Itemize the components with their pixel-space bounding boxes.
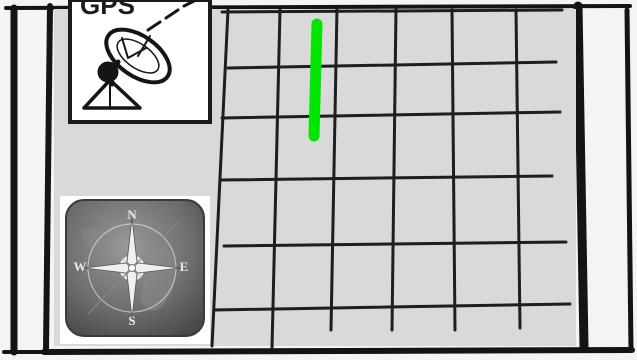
gps-panel[interactable]: GPS	[70, 0, 210, 122]
compass-south-label: S	[128, 313, 135, 328]
compass-icon: N S E W	[66, 200, 204, 336]
compass-north-label: N	[127, 207, 137, 222]
compass-west-label: W	[74, 259, 87, 274]
grid-line	[222, 10, 562, 12]
compass-panel[interactable]: N S E W	[60, 196, 210, 344]
compass-east-label: E	[180, 259, 189, 274]
route-marker	[314, 24, 317, 136]
gps-label: GPS	[80, 0, 135, 20]
